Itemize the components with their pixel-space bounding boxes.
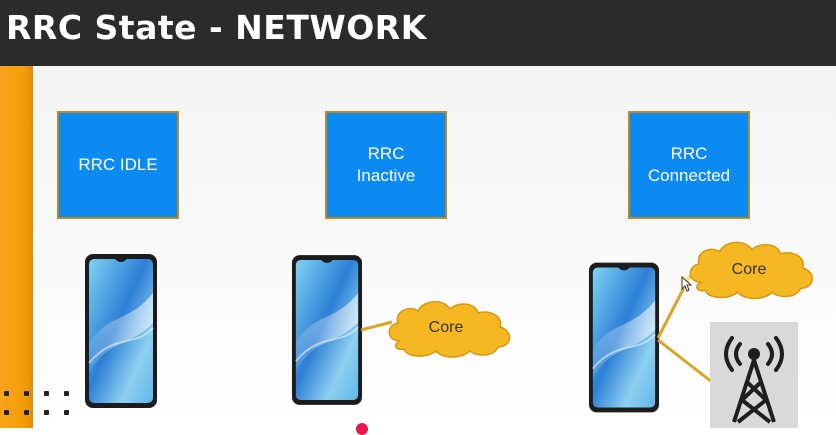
cloud-icon: [689, 241, 814, 300]
cell-tower-icon: [724, 336, 784, 424]
mouse-cursor-icon: [680, 276, 692, 292]
link-phone3-tower: [657, 338, 713, 384]
cloud-icon: [388, 301, 511, 358]
pointer-dot: [356, 423, 368, 435]
state-label-rrc-connected: RRC Connected: [647, 144, 731, 185]
cloud-label-core-inactive: Core: [428, 319, 464, 336]
state-label-rrc-idle: RRC IDLE: [78, 155, 158, 174]
smartphone-icon: [588, 262, 660, 413]
decorative-dots: [0, 388, 70, 418]
title-bar: RRC State - NETWORK: [0, 0, 836, 66]
slide-title: RRC State - NETWORK: [6, 8, 427, 47]
cloud-label-core-connected: Core: [731, 261, 767, 278]
accent-bar: [0, 66, 33, 428]
state-box-rrc-idle: RRC IDLE: [57, 111, 179, 219]
smartphone-icon: [291, 255, 363, 405]
link-phone2-core: [360, 320, 393, 332]
state-box-rrc-connected: RRC Connected: [628, 111, 750, 219]
state-box-rrc-inactive: RRC Inactive: [325, 111, 447, 219]
cell-tower-panel: [710, 322, 798, 428]
state-label-rrc-inactive: RRC Inactive: [356, 144, 416, 185]
smartphone-icon: [85, 254, 157, 408]
